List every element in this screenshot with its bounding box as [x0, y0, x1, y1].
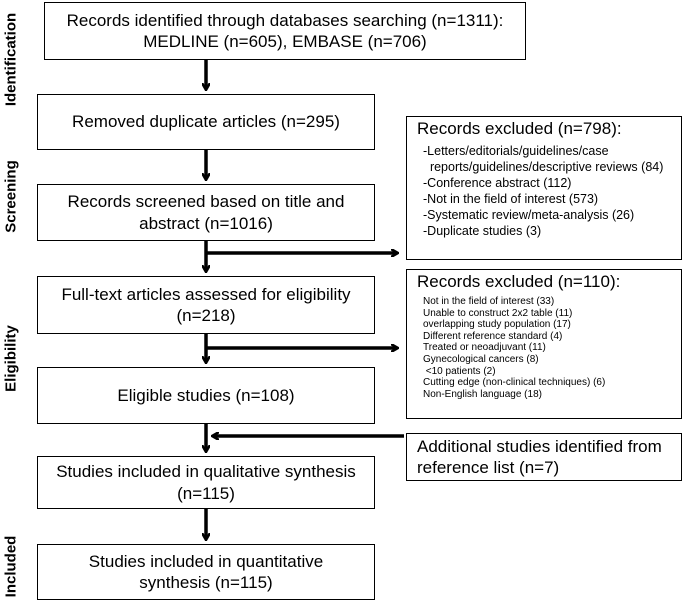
list-item: reports/guidelines/descriptive reviews (…: [423, 160, 664, 174]
excluded-eligibility-title: Records excluded (n=110):: [417, 272, 621, 291]
list-item: Not in the field of interest (33): [423, 296, 555, 307]
box-additional-studies: Additional studies identified from refer…: [406, 433, 682, 481]
box-records-identified: Records identified through databases sea…: [44, 2, 526, 60]
quantitative-line2: synthesis (n=115): [139, 573, 273, 592]
list-item: <10 patients (2): [423, 365, 496, 377]
box-fulltext-assessed: Full-text articles assessed for eligibil…: [37, 276, 375, 334]
duplicates-text: Removed duplicate articles (n=295): [72, 112, 340, 132]
list-item: -Systematic review/meta-analysis (26): [423, 208, 635, 222]
list-item: -Not in the field of interest (573): [423, 192, 599, 206]
qualitative-line2: (n=115): [177, 483, 235, 503]
list-item: -Duplicate studies (3): [423, 224, 542, 238]
excluded-eligibility-list: Not in the field of interest (33) Unable…: [407, 296, 681, 400]
box-eligible-studies: Eligible studies (n=108): [37, 367, 375, 424]
excluded-screening-list: -Letters/editorials/guidelines/case repo…: [407, 143, 681, 239]
list-item: overlapping study population (17): [423, 319, 571, 331]
fulltext-line1: Full-text articles assessed for eligibil…: [61, 284, 351, 304]
box-qualitative-synthesis: Studies included in qualitative synthesi…: [37, 456, 375, 509]
additional-line1: Additional studies identified from: [417, 436, 662, 456]
list-item: Cutting edge (non-clinical techniques) (…: [423, 377, 606, 389]
list-item: Different reference standard (4): [423, 330, 563, 342]
box-duplicates-removed: Removed duplicate articles (n=295): [37, 94, 375, 150]
identified-line1: Records identified through databases sea…: [66, 10, 504, 30]
identified-line2: MEDLINE (n=605), EMBASE (n=706): [143, 32, 427, 51]
list-item: -Letters/editorials/guidelines/case: [423, 144, 609, 158]
eligible-text: Eligible studies (n=108): [117, 385, 295, 405]
box-records-screened: Records screened based on title and abst…: [37, 184, 375, 241]
list-item: -Conference abstract (112): [423, 176, 572, 190]
excluded-screening-title: Records excluded (n=798):: [417, 119, 622, 138]
list-item: Unable to construct 2x2 table (11): [423, 307, 573, 319]
box-excluded-screening: Records excluded (n=798): -Letters/edito…: [406, 116, 682, 260]
box-quantitative-synthesis: Studies included in quantitative synthes…: [37, 544, 375, 600]
fulltext-line2: (n=218): [176, 306, 236, 325]
list-item: Gynecological cancers (8): [423, 353, 539, 365]
additional-line2: reference list (n=7): [417, 458, 560, 477]
screened-line2: abstract (n=1016): [139, 213, 273, 233]
screened-line1: Records screened based on title and: [67, 192, 345, 212]
list-item: Non-English language (18): [423, 388, 542, 400]
qualitative-line1: Studies included in qualitative synthesi…: [56, 462, 356, 482]
box-excluded-eligibility: Records excluded (n=110): Not in the fie…: [406, 269, 682, 419]
quantitative-line1: Studies included in quantitative: [88, 551, 324, 571]
list-item: Treated or neoadjuvant (11): [423, 342, 546, 354]
